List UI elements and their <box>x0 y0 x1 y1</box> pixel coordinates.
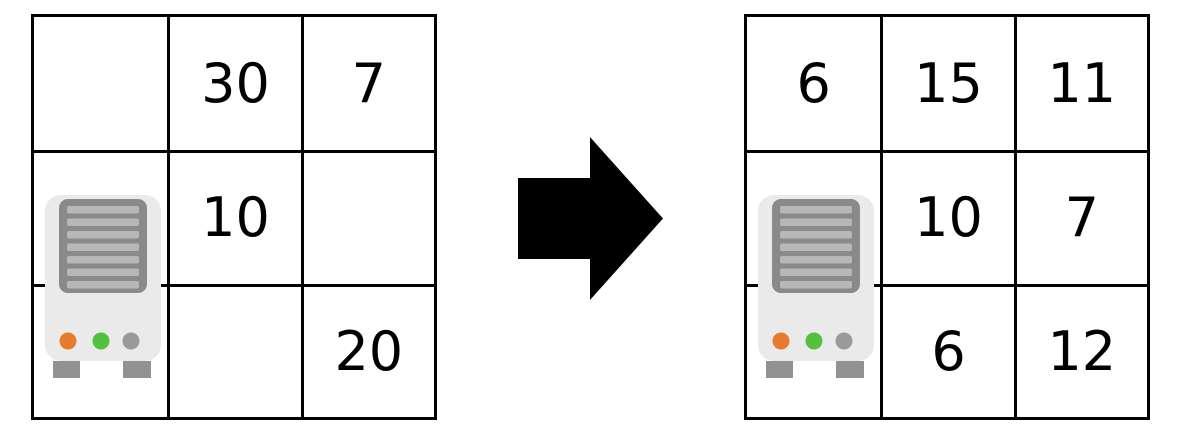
grid-cell: 6 <box>796 51 831 115</box>
server-foot <box>123 361 151 378</box>
led-orange <box>59 332 77 350</box>
grid-cell <box>34 17 167 150</box>
grid-cell: 11 <box>1013 17 1147 151</box>
led-gray <box>122 332 140 350</box>
grid-before: 30 7 10 20 <box>31 14 437 420</box>
led-green <box>805 332 823 350</box>
server-foot <box>53 361 80 378</box>
grid-cell: 12 <box>1013 283 1147 417</box>
led-orange <box>772 332 790 350</box>
grid-cell: 20 <box>300 283 434 417</box>
grid-cell: 6 <box>880 283 1014 417</box>
grid-cell: 10 <box>880 150 1014 284</box>
led-gray <box>835 332 853 350</box>
grid-cell <box>34 150 168 283</box>
server-icon <box>45 195 161 378</box>
server-grill-slats <box>67 206 139 289</box>
grid-cell: 15 <box>880 17 1013 151</box>
server-icon <box>758 195 874 378</box>
grid-cell: 7 <box>1013 150 1147 284</box>
grid-cell <box>747 150 881 283</box>
grid-cell: 10 <box>167 150 301 284</box>
server-grill-slats <box>780 206 852 289</box>
grid-cell <box>167 283 301 417</box>
server-foot <box>766 361 793 378</box>
grid-cell: 30 <box>167 17 300 151</box>
grid-cell <box>300 150 434 284</box>
grid-cell: 7 <box>300 17 434 151</box>
grid-after: 6 15 11 10 7 6 12 <box>744 14 1150 420</box>
right-arrow-icon <box>518 137 663 300</box>
server-foot <box>836 361 864 378</box>
led-green <box>92 332 110 350</box>
